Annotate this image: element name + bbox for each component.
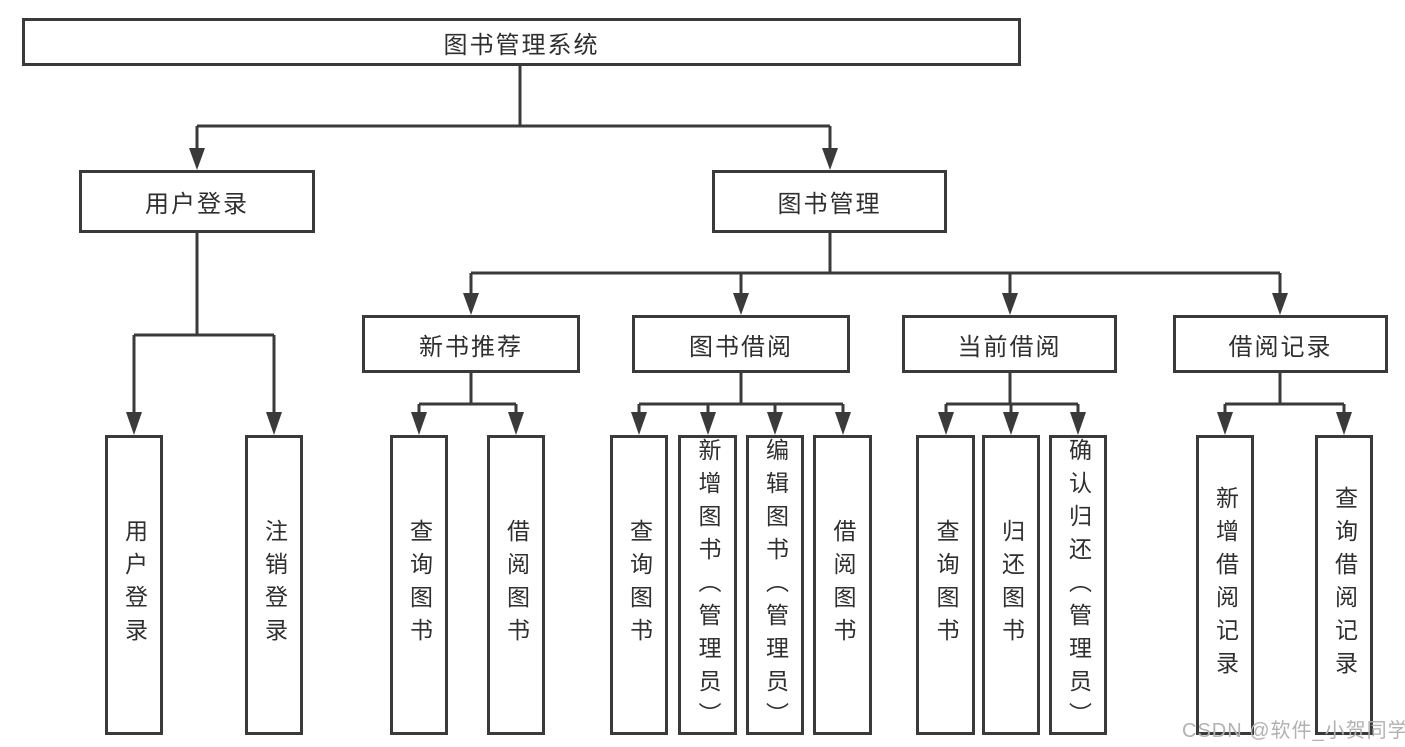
leaf-query-books: 查询图书 bbox=[390, 435, 448, 735]
node-borrow-records: 借阅记录 bbox=[1173, 315, 1388, 373]
leaf-query-books-2: 查询图书 bbox=[610, 435, 668, 735]
leaf-logout: 注销登录 bbox=[245, 435, 303, 735]
leaf-user-login: 用户登录 bbox=[105, 435, 163, 735]
leaf-return-books: 归还图书 bbox=[982, 435, 1040, 735]
node-user-login: 用户登录 bbox=[79, 170, 315, 233]
leaf-edit-books-admin: 编辑图书（管理员） bbox=[746, 435, 804, 735]
node-current-borrowing: 当前借阅 bbox=[902, 315, 1117, 373]
leaf-query-borrow-record: 查询借阅记录 bbox=[1315, 435, 1373, 735]
leaf-borrow-books: 借阅图书 bbox=[487, 435, 545, 735]
node-book-borrowing: 图书借阅 bbox=[632, 315, 850, 373]
leaf-add-borrow-record: 新增借阅记录 bbox=[1196, 435, 1254, 735]
node-new-book-recommend: 新书推荐 bbox=[362, 315, 580, 373]
node-library-management-system: 图书管理系统 bbox=[22, 18, 1021, 66]
connector-edges bbox=[132, 66, 1346, 414]
leaf-borrow-books-2: 借阅图书 bbox=[813, 435, 872, 735]
leaf-confirm-return-admin: 确认归还（管理员） bbox=[1049, 435, 1107, 735]
node-book-management: 图书管理 bbox=[712, 170, 947, 233]
arrowhead-icons bbox=[126, 148, 1352, 435]
csdn-watermark: CSDN @软件_小贺同学 bbox=[1182, 720, 1405, 742]
leaf-add-books-admin: 新增图书（管理员） bbox=[678, 435, 737, 735]
leaf-query-books-3: 查询图书 bbox=[916, 435, 975, 735]
